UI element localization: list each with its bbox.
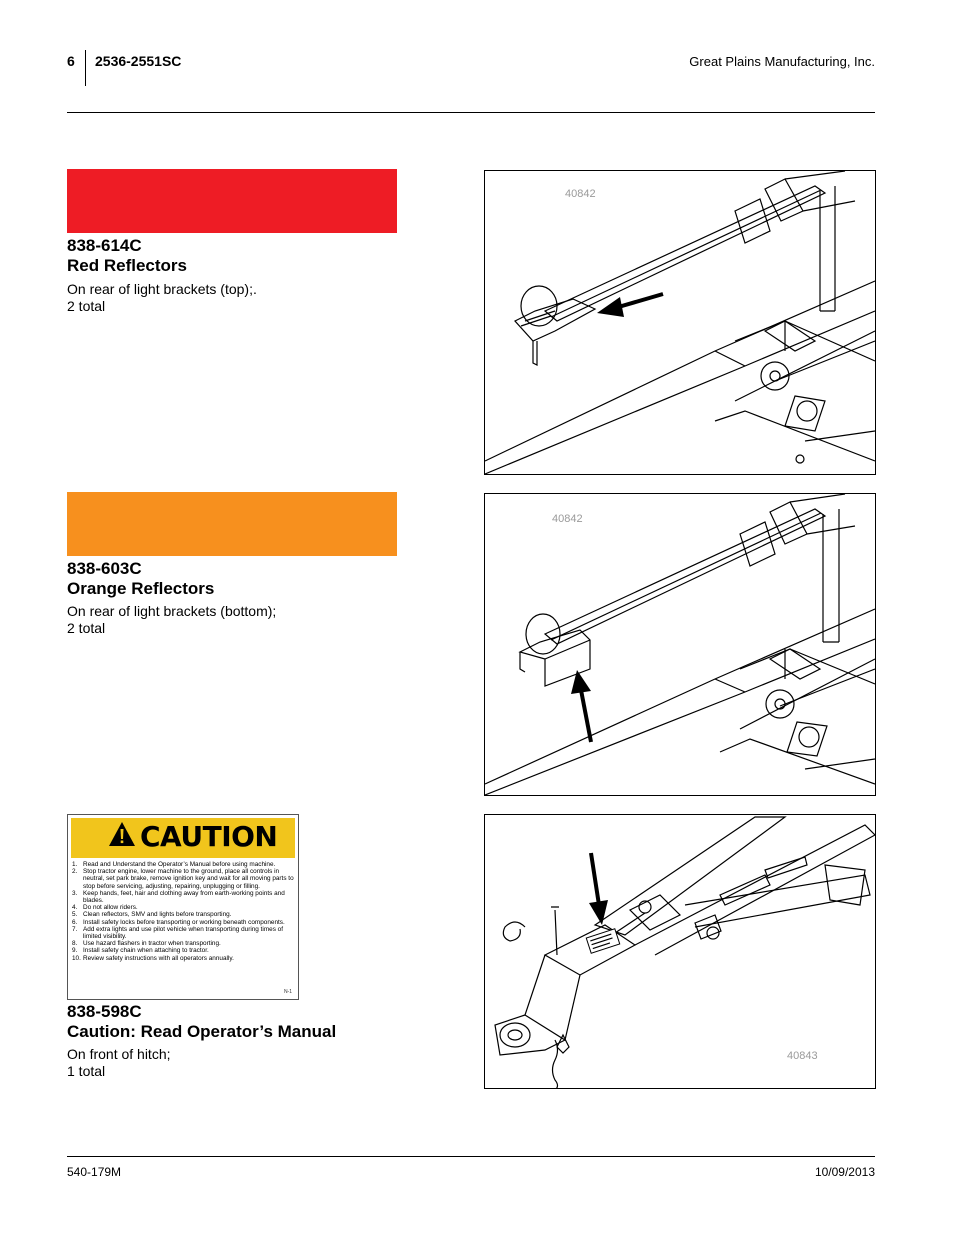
- figure-red-reflectors: 40842: [484, 170, 876, 475]
- part-desc-red-line1: On rear of light brackets (top);.: [67, 281, 257, 297]
- figure-id: 40843: [787, 1050, 818, 1062]
- part-number-orange: 838-603C: [67, 559, 142, 578]
- header-divider: [85, 50, 86, 86]
- part-desc-caution-line2: 1 total: [67, 1063, 106, 1079]
- figure-id: 40842: [552, 513, 583, 525]
- part-title-red: Red Reflectors: [67, 256, 187, 275]
- page-number: 6: [67, 53, 75, 69]
- company-name: Great Plains Manufacturing, Inc.: [689, 54, 875, 69]
- model-number: 2536-2551SC: [95, 53, 182, 69]
- caution-line: 3.Keep hands, feet, hair and clothing aw…: [72, 889, 285, 905]
- red-reflector-swatch: [67, 169, 397, 233]
- part-title-orange: Orange Reflectors: [67, 579, 215, 598]
- document-date: 10/09/2013: [814, 1165, 875, 1179]
- part-title-caution: Caution: Read Operator’s Manual: [67, 1022, 337, 1041]
- caution-decal-text: 1.Read and Understand the Operator’s Man…: [72, 861, 294, 962]
- part-number-caution: 838-598C: [67, 1002, 142, 1021]
- caution-line: 9.Install safety chain when attaching to…: [72, 947, 209, 955]
- warning-triangle-icon: [109, 822, 135, 846]
- part-desc-orange-line1: On rear of light brackets (bottom);: [67, 603, 277, 619]
- caution-line: 5.Clean reflectors, SMV and lights befor…: [72, 911, 232, 919]
- footer-rule: [67, 1156, 875, 1157]
- document-number: 540-179M: [67, 1165, 122, 1179]
- caution-decal-band: [71, 818, 295, 858]
- caution-decal: CAUTION 1.Read and Understand the Operat…: [67, 814, 299, 1000]
- caution-line: 4.Do not allow riders.: [72, 904, 138, 912]
- hitch-illustration: [494, 816, 875, 1088]
- caution-line: 2.Stop tractor engine, lower machine to …: [72, 868, 294, 890]
- caution-line: 10.Review safety instructions with all o…: [72, 954, 234, 962]
- caution-line: 8.Use hazard flashers in tractor when tr…: [72, 940, 221, 948]
- part-desc-caution-line1: On front of hitch;: [67, 1046, 171, 1062]
- part-desc-red-line2: 2 total: [67, 298, 106, 314]
- caution-line: 7.Add extra lights and use pilot vehicle…: [72, 925, 283, 941]
- figure-orange-reflectors: 40842: [484, 493, 876, 796]
- header-rule: [67, 112, 875, 113]
- figure-id: 40842: [565, 188, 596, 200]
- orange-reflector-swatch: [67, 492, 397, 556]
- part-number-red: 838-614C: [67, 236, 142, 255]
- red-reflector-illustration: [485, 171, 875, 474]
- caution-line: 6.Install safety locks before transporti…: [72, 918, 285, 926]
- part-desc-orange-line2: 2 total: [67, 620, 106, 636]
- caution-line: 1.Read and Understand the Operator’s Man…: [72, 861, 276, 868]
- caution-decal-heading: CAUTION: [140, 820, 278, 853]
- orange-reflector-illustration: [485, 494, 875, 795]
- figure-caution-decal-location: 40843: [484, 814, 876, 1089]
- caution-decal-code: N-1: [283, 989, 292, 995]
